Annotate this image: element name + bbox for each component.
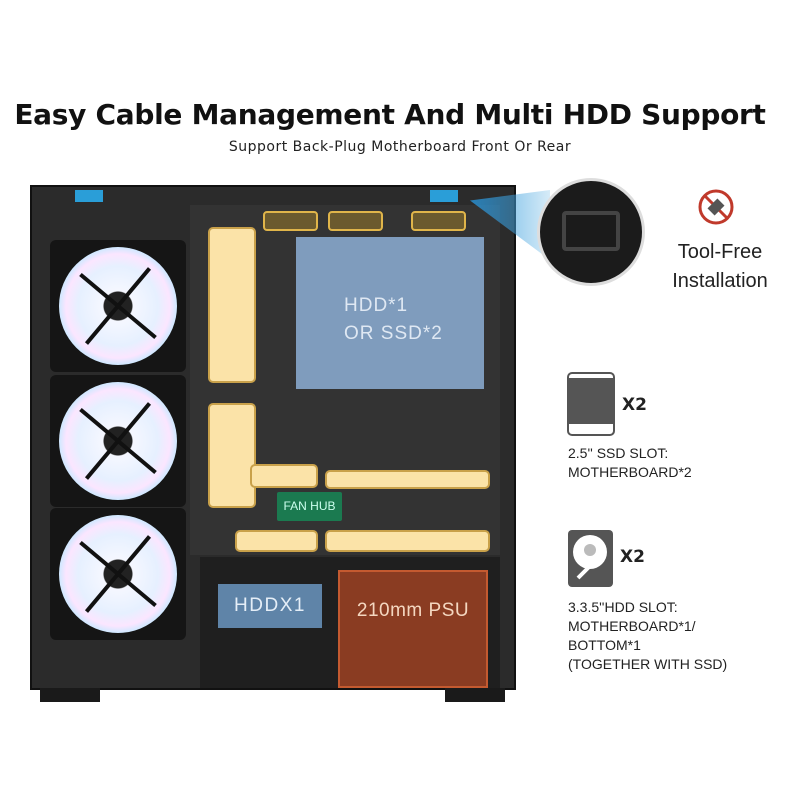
io-connector-highlight [430,190,458,202]
hdd-area-label-2: OR SSD*2 [344,323,443,344]
rgb-fan [50,375,186,507]
tool-free-line1: Tool-Free [677,241,763,263]
ssd-spec-line1: 2.5'' SSD SLOT: [568,445,669,461]
hdd-spec-line1: 3.3.5''HDD SLOT: [568,599,678,615]
ssd-icon [567,372,615,436]
hdd-spec-line2: MOTHERBOARD*1/ [568,618,696,634]
tool-free-callout [537,178,645,286]
ssd-spec-line2: MOTHERBOARD*2 [568,464,692,480]
bottom-hdd-bay: HDDX1 [218,584,322,628]
cable-cutout [250,464,318,488]
subheadline: Support Back-Plug Motherboard Front Or R… [228,139,572,155]
headline: Easy Cable Management And Multi HDD Supp… [14,98,766,131]
tool-free-label: Tool-Free Installation [655,238,785,296]
hdd-icon [568,530,613,587]
cable-cutout-top [328,211,383,231]
cable-cutout [208,403,256,508]
hdd-area-label: HDD*1 [344,295,409,316]
hdd-spec: 3.3.5''HDD SLOT: MOTHERBOARD*1/ BOTTOM*1… [568,598,727,674]
fan-hub: FAN HUB [277,492,342,521]
cable-cutout-top [411,211,466,231]
case-foot-left [40,688,100,702]
cable-cutout [208,227,256,383]
io-connector [75,190,103,202]
rgb-fan [50,508,186,640]
cable-cutout [235,530,318,552]
case-foot-right [445,688,505,702]
hdd-count: X2 [620,547,645,567]
fan-icon [59,247,177,365]
psu-bay: 210mm PSU [338,570,488,688]
cable-cutout-top [263,211,318,231]
hdd-spec-line4: (TOGETHER WITH SSD) [568,656,728,672]
hdd-spec-line3: BOTTOM*1 [568,637,641,653]
cable-cutout [325,530,490,552]
no-tools-icon [698,189,734,225]
ssd-spec: 2.5'' SSD SLOT: MOTHERBOARD*2 [568,444,692,482]
tool-free-line2: Installation [672,270,768,292]
ssd-count: X2 [622,395,647,415]
hdd-mount-area: HDD*1 OR SSD*2 [296,237,484,389]
cable-cutout [325,470,490,489]
rgb-fan [50,240,186,372]
fan-icon [59,515,177,633]
fan-icon [59,382,177,500]
